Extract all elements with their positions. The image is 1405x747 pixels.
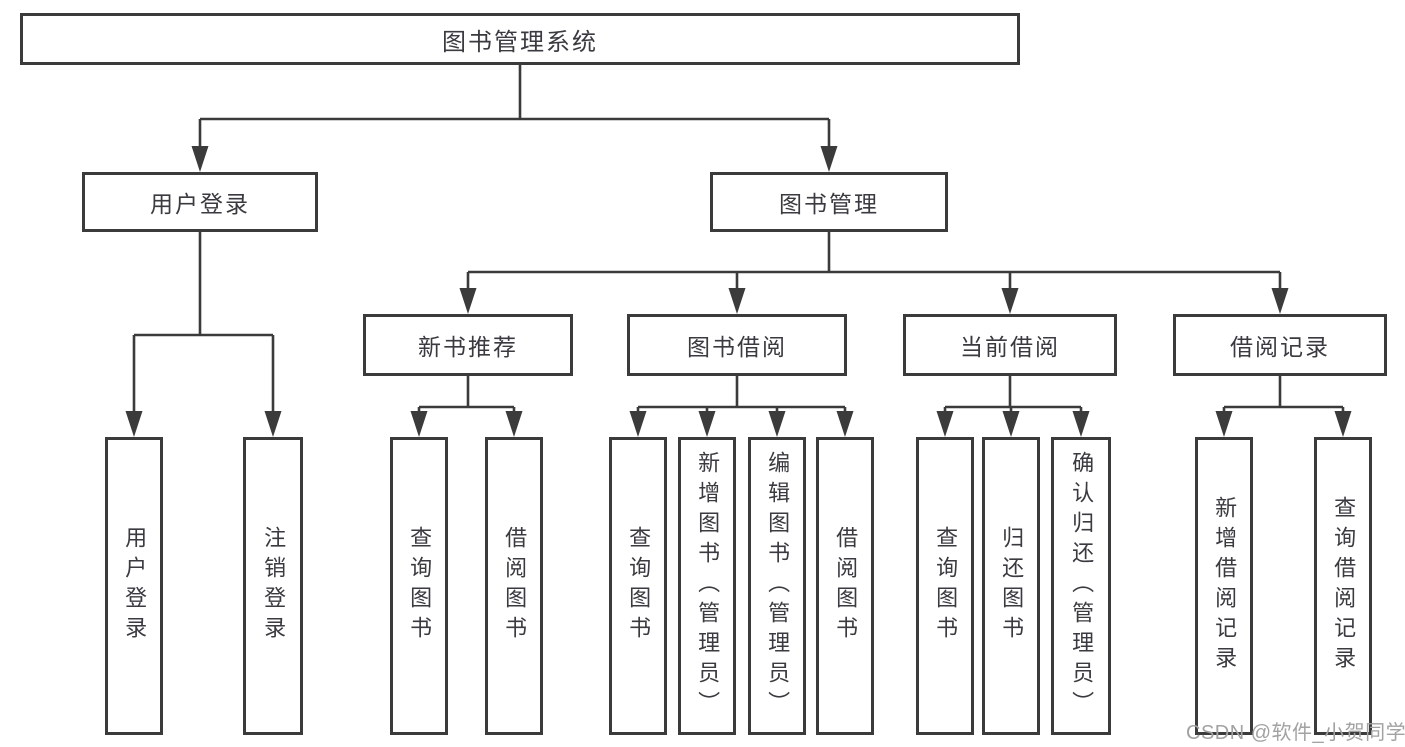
leaf-query-books-current: 查询图书	[916, 437, 974, 735]
leaf-borrow-books-recommend: 借阅图书	[485, 437, 543, 735]
leaf-label: 新增借阅记录	[1212, 496, 1238, 676]
node-user-login: 用户登录	[82, 172, 318, 232]
leaf-return-books: 归还图书	[982, 437, 1040, 735]
leaf-label: 新增图书（管理员）	[695, 451, 721, 721]
csdn-watermark: CSDN @软件_小贺同学	[1186, 722, 1405, 744]
leaf-edit-book-admin: 编辑图书（管理员）	[748, 437, 806, 735]
leaf-label: 查询图书	[407, 526, 433, 646]
leaf-add-book-admin: 新增图书（管理员）	[678, 437, 736, 735]
connector-book-borrowing-children	[629, 376, 854, 437]
leaf-label: 用户登录	[122, 526, 148, 646]
leaf-label: 查询借阅记录	[1331, 496, 1357, 676]
leaf-label: 借阅图书	[502, 526, 528, 646]
connector-new-book-children	[410, 376, 523, 437]
node-book-borrowing: 图书借阅	[627, 314, 847, 376]
leaf-label: 借阅图书	[833, 526, 859, 646]
leaf-label: 查询图书	[933, 526, 959, 646]
leaf-label: 编辑图书（管理员）	[765, 451, 791, 721]
node-book-management: 图书管理	[710, 172, 948, 232]
leaf-label: 查询图书	[626, 526, 652, 646]
leaf-logout-login: 注销登录	[243, 437, 303, 735]
node-new-book-recommendation: 新书推荐	[363, 314, 573, 376]
node-current-borrowing: 当前借阅	[903, 314, 1117, 376]
connector-borrowing-records-children	[1215, 376, 1352, 437]
connector-book-management-children	[459, 232, 1289, 314]
leaf-confirm-return-admin: 确认归还（管理员）	[1051, 437, 1111, 735]
connector-user-login-children	[125, 232, 282, 437]
leaf-add-borrow-record: 新增借阅记录	[1195, 437, 1253, 735]
leaf-label: 注销登录	[261, 526, 287, 646]
leaf-query-books-recommend: 查询图书	[390, 437, 448, 735]
leaf-user-login: 用户登录	[105, 437, 163, 735]
leaf-query-books-borrowing: 查询图书	[609, 437, 667, 735]
leaf-borrow-books-borrowing: 借阅图书	[816, 437, 874, 735]
connector-root-to-level2	[191, 65, 838, 172]
connector-current-borrowing-children	[936, 376, 1090, 437]
leaf-query-borrow-record: 查询借阅记录	[1314, 437, 1372, 735]
node-borrowing-records: 借阅记录	[1173, 314, 1387, 376]
node-library-management-system: 图书管理系统	[20, 13, 1020, 65]
leaf-label: 归还图书	[999, 526, 1025, 646]
leaf-label: 确认归还（管理员）	[1069, 451, 1095, 721]
